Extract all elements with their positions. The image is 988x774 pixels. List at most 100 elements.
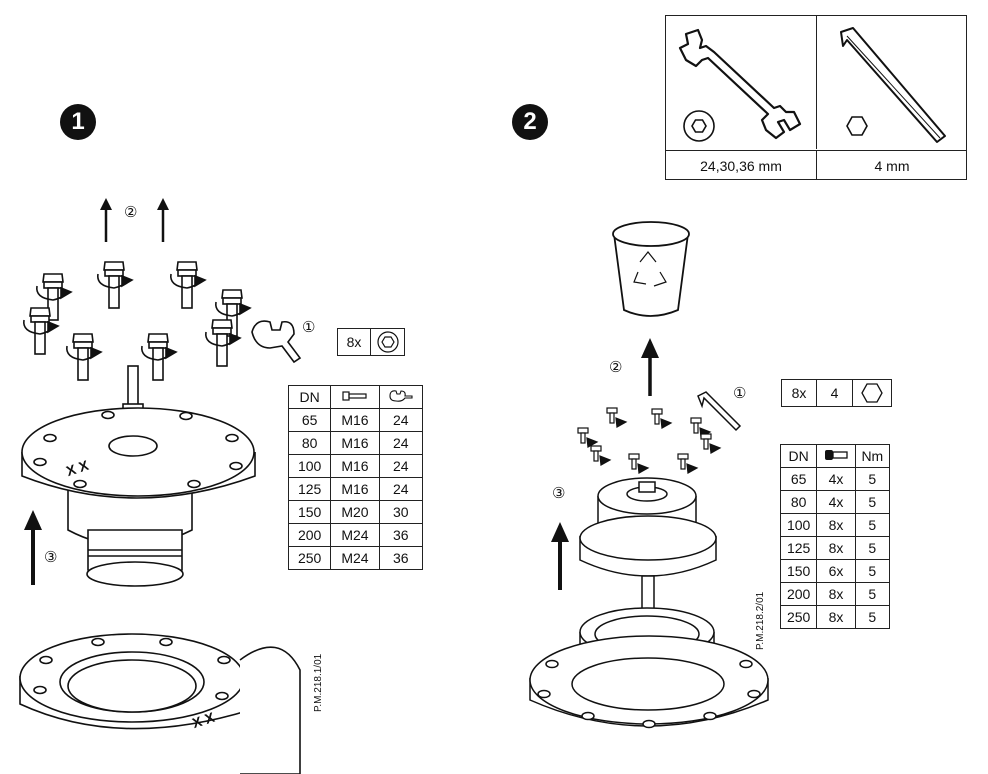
recycle-bin-icon (612, 221, 690, 317)
figure-reference-1: P.M.218.1/01 (313, 653, 324, 712)
cell: M16 (330, 477, 380, 501)
cell: 24 (378, 431, 424, 455)
cell: M24 (330, 523, 380, 547)
open-end-wrench-icon (678, 28, 802, 142)
bolt (23, 307, 60, 355)
cell: 250 (779, 605, 818, 629)
bolt (36, 273, 73, 321)
cell: 8x (816, 605, 856, 629)
table-header-row: DN Nm (779, 444, 891, 468)
cell: 65 (779, 467, 818, 491)
cell: 100 (779, 513, 818, 537)
step-2-badge: 2 (512, 104, 548, 140)
cell: 65 (287, 408, 332, 432)
hex-key-icon (840, 27, 946, 143)
wrench-icon (378, 385, 424, 409)
cell: 24 (378, 454, 424, 478)
cell: M16 (330, 408, 380, 432)
hex-socket-icon (853, 380, 891, 406)
callout-2: ② (124, 204, 138, 221)
cell: 150 (779, 559, 818, 583)
required-tools-box: 24,30,36 mm 4 mm (665, 15, 967, 180)
callout-2: ② (609, 359, 623, 376)
cell: 4x (816, 490, 856, 514)
table-header-row: DN (287, 385, 424, 409)
dispose-arrow (641, 338, 659, 396)
actuator-head (579, 477, 717, 653)
hex-key-tool-icon (697, 391, 742, 432)
bolt-count: 8x (338, 329, 371, 355)
cell: 100 (287, 454, 332, 478)
lift-arrow (24, 510, 42, 585)
cell: 250 (287, 546, 332, 570)
cell: 5 (854, 559, 891, 583)
cell: 5 (854, 467, 891, 491)
cell: 5 (854, 582, 891, 606)
callout-3: ③ (44, 549, 58, 566)
cell: 125 (779, 536, 818, 560)
col-dn: DN (287, 385, 332, 409)
cell: 200 (779, 582, 818, 606)
cell: 36 (378, 523, 424, 547)
bolt-hex-head-icon (371, 329, 404, 355)
cell: 5 (854, 513, 891, 537)
cell: 5 (854, 536, 891, 560)
step-1-badge: 1 (60, 104, 96, 140)
cell: 200 (287, 523, 332, 547)
bolt (205, 319, 242, 367)
bolt (170, 261, 207, 309)
cell: M16 (330, 431, 380, 455)
flange-bolts (23, 261, 252, 381)
step-2-illustration (529, 221, 769, 729)
cell: M20 (330, 500, 380, 524)
cell: 150 (287, 500, 332, 524)
wrench-cell (666, 16, 817, 149)
bolt-icon (330, 385, 380, 409)
col-dn: DN (779, 444, 818, 468)
screw-qty-box: 8x 4 (781, 379, 892, 407)
step-1-illustration (19, 198, 302, 774)
hex-socket-icon (846, 116, 868, 136)
cell: M16 (330, 454, 380, 478)
step-1-number: 1 (71, 108, 85, 135)
lower-housing (529, 607, 769, 729)
cell: 8x (816, 536, 856, 560)
cell: 24 (378, 408, 424, 432)
screw-icon (816, 444, 856, 468)
bolt (141, 333, 178, 381)
hex-key-size: 4 (817, 380, 853, 406)
callout-1: ① (733, 385, 747, 402)
pipe-flange (19, 633, 301, 774)
cell: 4x (816, 467, 856, 491)
bolt (97, 261, 134, 309)
cell: 125 (287, 477, 332, 501)
cell: 80 (287, 431, 332, 455)
callout-1: ① (302, 319, 316, 336)
col-torque: Nm (854, 444, 891, 468)
step-2-number: 2 (523, 108, 537, 135)
bolt-qty-box: 8x (337, 328, 405, 356)
cell: 8x (816, 513, 856, 537)
callout-3: ③ (552, 485, 566, 502)
cell: 30 (378, 500, 424, 524)
top-flange (21, 407, 256, 499)
remove-up-arrows (100, 198, 169, 242)
cell: 24 (378, 477, 424, 501)
bolt (215, 289, 252, 337)
cell: 6x (816, 559, 856, 583)
